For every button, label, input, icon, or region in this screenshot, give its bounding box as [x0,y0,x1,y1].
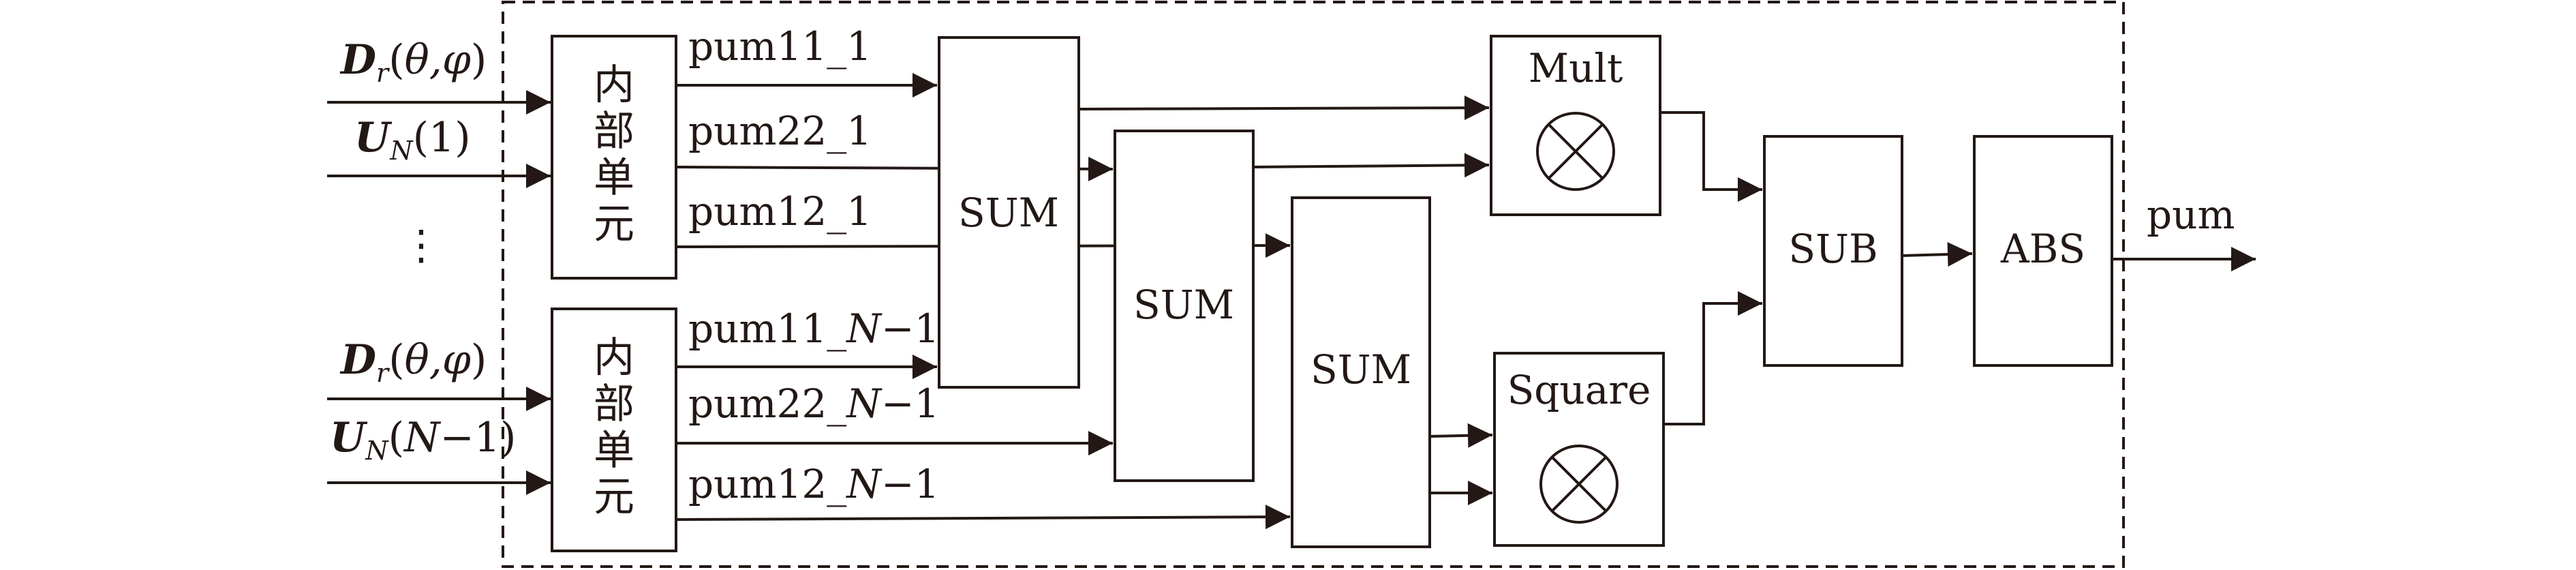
dashed-system-boundary [502,1,2125,568]
internal-unit-bottom-char-2: 部 [594,380,634,428]
wire-sum2-to-mult [1253,153,1490,178]
internal-unit-top-char-3: 单 [594,154,634,202]
square-block-label: Square [1507,367,1651,413]
wire-sum1-to-mult [1078,95,1490,121]
square-multiply-icon [1539,445,1619,524]
square-block [1493,352,1665,547]
wire-square-to-sub [1663,291,1762,425]
mult-block [1490,35,1661,216]
sub-block-label: SUB [1788,226,1877,272]
mult-block-label: Mult [1529,45,1623,91]
internal-unit-bottom-char-4: 元 [594,473,634,521]
sum-block-3-label: SUM [1310,346,1411,393]
signal-label-pum12-1: pum12_1 [688,188,872,235]
internal-unit-top-char-1: 内 [594,61,634,109]
internal-unit-top-char-2: 部 [594,108,634,155]
output-label: pum [2147,192,2235,238]
input-label-u-bottom: UN(N−1) [330,414,516,466]
ellipsis: ⋮ [401,222,442,269]
input-label-d-bottom: Dr(θ,φ) [339,336,487,388]
internal-unit-bottom [551,308,677,552]
square-multiply-icon-cross-b [1550,455,1608,513]
internal-unit-top [551,35,677,280]
internal-unit-bottom-char-3: 单 [594,427,634,475]
input-label-d-top: Dr(θ,φ) [339,36,487,88]
sum-block-1 [938,36,1080,389]
internal-unit-bottom-char-1: 内 [594,334,634,382]
signal-label-pum22-n1: pum22_N−1 [688,380,940,427]
sum-block-3 [1291,196,1431,548]
abs-block [1973,135,2113,367]
wire-mult-to-sub [1660,111,1762,202]
signal-label-pum22-1: pum22_1 [688,108,872,154]
wire-pum12-n1 [675,505,1291,530]
wire-sum3-to-square-a [1429,423,1493,448]
internal-unit-top-char-4: 元 [594,200,634,248]
signal-label-pum12-n1: pum12_N−1 [688,461,940,507]
wire-sub-to-abs [1901,242,1973,267]
abs-block-label: ABS [2000,226,2085,272]
multiply-icon [1536,112,1615,191]
input-label-u-top: UN(1) [354,114,471,166]
sum-block-2 [1114,130,1255,482]
sum-block-2-label: SUM [1133,282,1234,328]
signal-label-pum11-1: pum11_1 [688,23,872,70]
sub-block [1763,135,1903,367]
signal-label-pum11-n1: pum11_N−1 [688,305,940,352]
sum-block-1-label: SUM [958,190,1059,236]
multiply-icon-cross-b [1547,123,1604,180]
